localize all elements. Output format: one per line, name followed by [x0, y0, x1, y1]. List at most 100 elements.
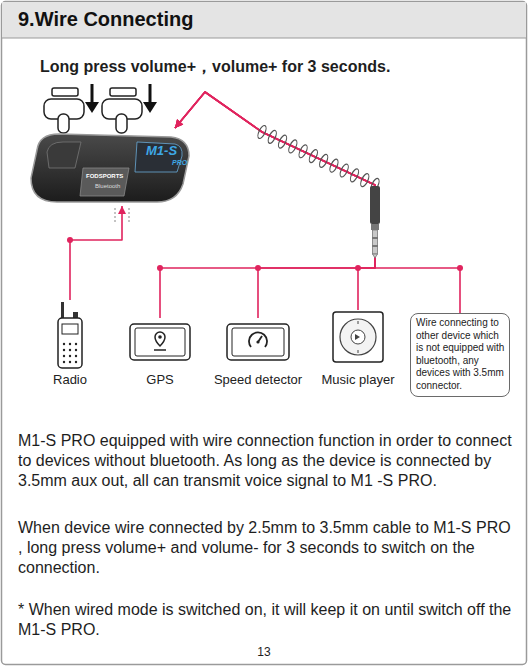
radio-icon-part	[75, 343, 77, 345]
section-title: 9.Wire Connecting	[18, 8, 193, 31]
press-arrow	[85, 102, 99, 113]
radio-icon-part	[63, 349, 65, 351]
radio-icon-part	[63, 343, 65, 345]
note-box: Wire connecting to other device which is…	[410, 313, 510, 397]
plug-tip	[373, 230, 378, 254]
intercom-device: M1-SPROFODSPORTSBluetooth	[25, 128, 193, 206]
press-arrow	[91, 84, 94, 104]
device-label: Radio	[50, 372, 90, 388]
hand-finger	[58, 114, 69, 133]
drawing-part	[349, 168, 360, 183]
wire-line	[160, 92, 375, 318]
page-number: 13	[0, 645, 528, 659]
drawing-part	[297, 144, 308, 159]
arrow-head	[175, 119, 183, 128]
junction-dot	[255, 265, 261, 271]
wire-line	[70, 206, 122, 300]
device-icon-node: GPS	[129, 318, 191, 388]
gps-icon-part	[158, 335, 162, 339]
button-mark	[52, 88, 78, 96]
music-icon-part	[351, 330, 365, 344]
speed-icon-part	[256, 340, 259, 343]
instruction-heading: Long press volume+，volume+ for 3 seconds…	[40, 57, 510, 77]
music-icon-part	[333, 312, 383, 362]
model-name: M1-S	[146, 144, 177, 157]
gps-icon-part	[130, 324, 190, 360]
device-shape-part	[31, 134, 189, 202]
radio-icon	[53, 300, 87, 370]
music-icon	[332, 310, 384, 370]
gps-icon-part	[154, 349, 166, 351]
drawing-part	[277, 134, 288, 149]
speed-icon-part	[232, 328, 284, 356]
device-icon-node: Music player	[319, 310, 398, 388]
drawing-part	[318, 153, 329, 168]
device-shape-part	[47, 142, 81, 168]
device-icon-node: Radio	[50, 300, 90, 388]
gps-icon-part	[155, 332, 165, 346]
device-label: Music player	[319, 372, 398, 388]
gps-icon-part	[135, 328, 185, 356]
arrow-head	[118, 206, 126, 214]
speed-icon	[226, 318, 290, 370]
device-shape-part	[135, 142, 182, 172]
junction-dot	[457, 265, 463, 271]
plug-band	[373, 245, 378, 246]
speed-icon-part	[249, 332, 267, 347]
radio-icon-part	[75, 361, 77, 363]
body-paragraph: When device wire connected by 2.5mm to 3…	[18, 518, 512, 578]
radio-icon-part	[69, 343, 71, 345]
wire-connector	[67, 206, 126, 300]
header-bar	[2, 2, 526, 38]
radio-icon-part	[63, 361, 65, 363]
music-icon-part	[358, 350, 359, 353]
header-rule	[2, 38, 526, 39]
body-paragraph: M1-S PRO equipped with wire connection f…	[18, 431, 512, 491]
radio-icon-part	[62, 324, 78, 334]
wire-connector	[175, 92, 375, 310]
radio-icon-part	[75, 349, 77, 351]
hand-finger	[116, 114, 127, 133]
press-arrow	[143, 102, 157, 113]
drawing-part	[267, 129, 278, 144]
plug-point	[373, 254, 378, 258]
speed-icon-part	[227, 324, 289, 360]
wire-connector	[175, 92, 375, 318]
junction-dot	[67, 237, 73, 243]
wire-line	[175, 92, 460, 313]
device-label: GPS	[129, 372, 191, 388]
device-shape	[25, 128, 193, 206]
jack-guide	[129, 208, 130, 224]
radio-icon-part	[69, 355, 71, 357]
plug-body	[370, 186, 380, 224]
radio-icon-part	[58, 318, 82, 368]
junction-dot	[355, 265, 361, 271]
drawing-part	[339, 163, 350, 178]
junction-dot	[157, 265, 163, 271]
note-paragraph: * When wired mode is switched on, it wil…	[18, 600, 512, 640]
gps-icon	[129, 318, 191, 370]
radio-icon-part	[69, 349, 71, 351]
button-mark	[110, 88, 136, 96]
plug-collar	[371, 224, 379, 230]
wire-line	[175, 92, 375, 310]
brand-text: Bluetooth	[95, 183, 120, 189]
press-arrow	[149, 84, 152, 104]
music-icon-part	[340, 319, 376, 355]
drawing-part	[256, 124, 267, 139]
note-text: Wire connecting to other device which is…	[416, 317, 505, 392]
plug-band	[373, 237, 378, 238]
jack-guide	[115, 208, 116, 224]
wire-connector	[157, 92, 375, 318]
device-shape-part	[80, 168, 129, 196]
wire-line	[175, 92, 375, 318]
model-name: PRO	[172, 159, 187, 166]
drawing-part	[328, 158, 339, 173]
drawing-part	[359, 173, 370, 188]
device-icon-node: Speed detector	[211, 318, 306, 388]
wire-connector	[175, 92, 463, 313]
drawing-part	[308, 148, 319, 163]
